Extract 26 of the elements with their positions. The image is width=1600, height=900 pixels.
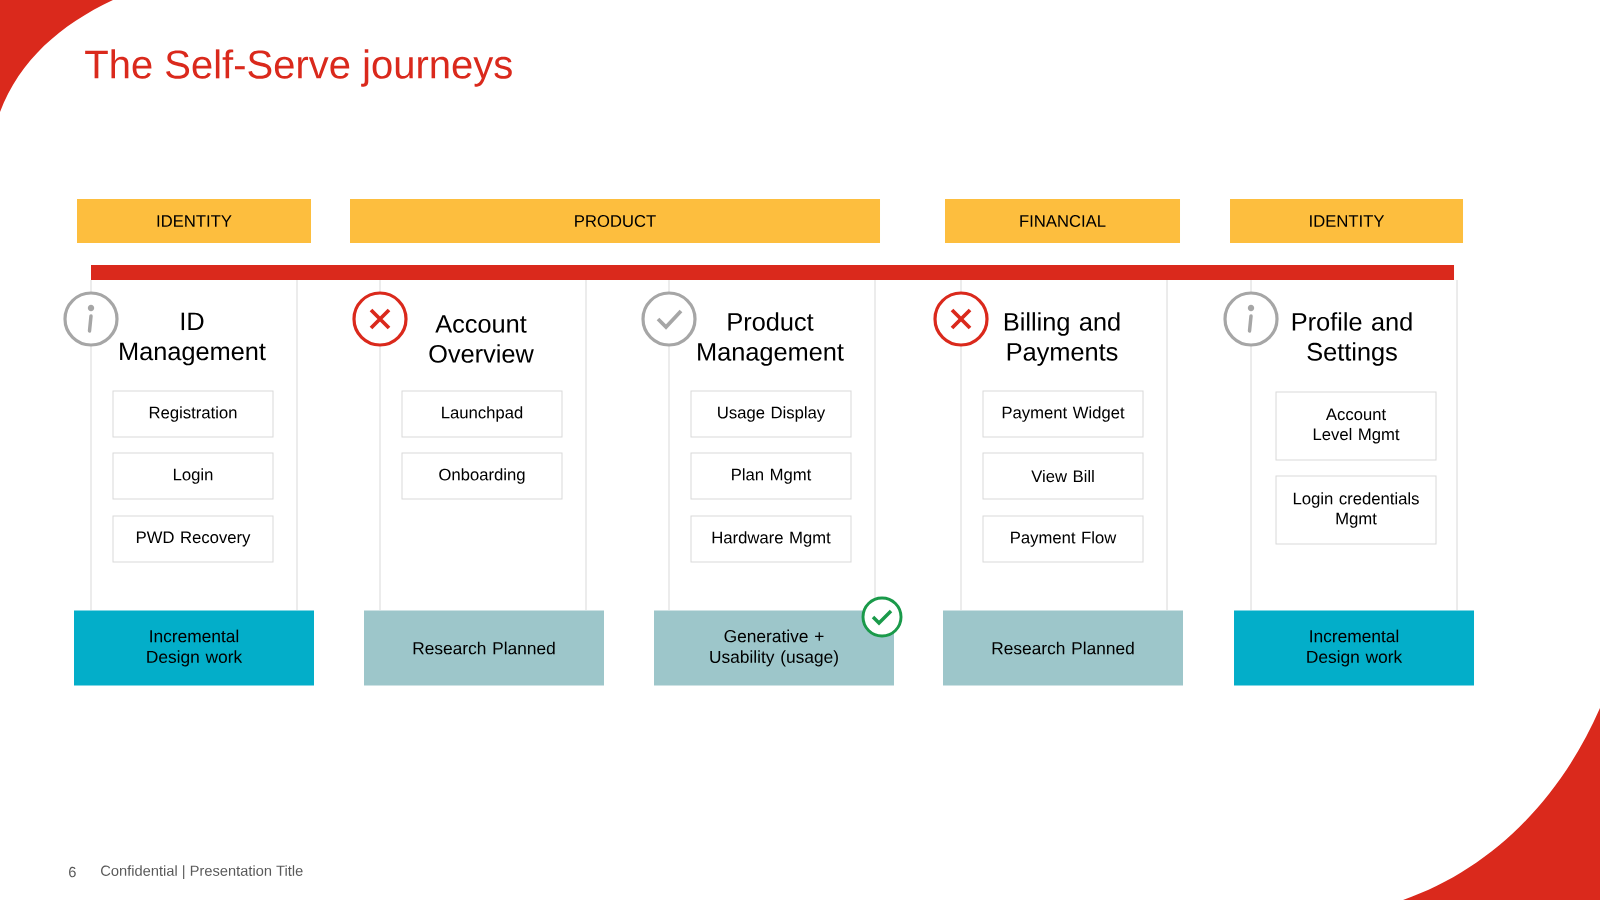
- status-box: Incremental Design work: [1234, 610, 1474, 686]
- status-box: Research Planned: [364, 610, 604, 686]
- category-band: PRODUCT: [350, 199, 880, 243]
- status-box: Generative + Usability (usage): [654, 610, 894, 686]
- feature-box: Payment Flow: [982, 515, 1144, 563]
- category-band: IDENTITY: [1230, 199, 1463, 243]
- feature-box: Registration: [112, 390, 274, 438]
- feature-box: Login credentials Mgmt: [1275, 475, 1437, 545]
- timeline-bar: [91, 265, 1454, 280]
- status-box: Research Planned: [943, 610, 1183, 686]
- footer-text: Confidential | Presentation Title: [101, 865, 303, 879]
- feature-box: Launchpad: [401, 390, 563, 438]
- feature-box: Login: [112, 452, 274, 500]
- feature-box: Onboarding: [401, 452, 563, 500]
- category-band: FINANCIAL: [945, 199, 1180, 243]
- feature-box: PWD Recovery: [112, 515, 274, 563]
- feature-box: View Bill: [982, 452, 1144, 500]
- feature-box: Usage Display: [690, 390, 852, 438]
- feature-box: Payment Widget: [982, 390, 1144, 438]
- title: The Self-Serve journeys: [85, 49, 512, 87]
- feature-box: Plan Mgmt: [690, 452, 852, 500]
- status-box: Incremental Design work: [74, 610, 314, 686]
- page-number: 6: [69, 866, 76, 878]
- feature-box: Account Level Mgmt: [1275, 391, 1437, 461]
- category-band: IDENTITY: [77, 199, 311, 243]
- feature-box: Hardware Mgmt: [690, 515, 852, 563]
